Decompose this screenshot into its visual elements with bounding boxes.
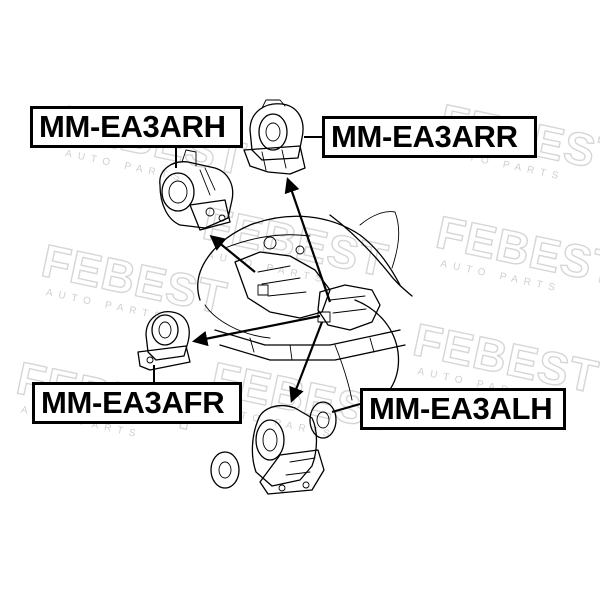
part-label-rear-rear: MM-EA3ARR: [322, 116, 537, 158]
arrow-to-rear-rear: [284, 177, 332, 303]
arrow-to-front: [191, 314, 321, 347]
part-label-rear-right: MM-EA3ARH: [30, 106, 243, 148]
part-label-left: MM-EA3ALH: [360, 388, 566, 430]
mount-front-drawing: [137, 311, 191, 371]
mount-rear-right-drawing: [159, 149, 234, 231]
part-label-front: MM-EA3AFR: [32, 382, 242, 424]
arrow-to-left: [289, 321, 324, 403]
pointer-arrows: [191, 177, 332, 403]
watermark-group: FEBEST AUTO PARTS FEBEST AUTO PARTS FEBE…: [12, 93, 600, 442]
mount-rear-rear-drawing: [243, 99, 306, 175]
arrow-to-rear-right: [209, 235, 256, 273]
mount-left-drawing: [210, 401, 337, 495]
engine-bay-sketch: [197, 211, 413, 401]
label-leaders: [153, 136, 361, 413]
